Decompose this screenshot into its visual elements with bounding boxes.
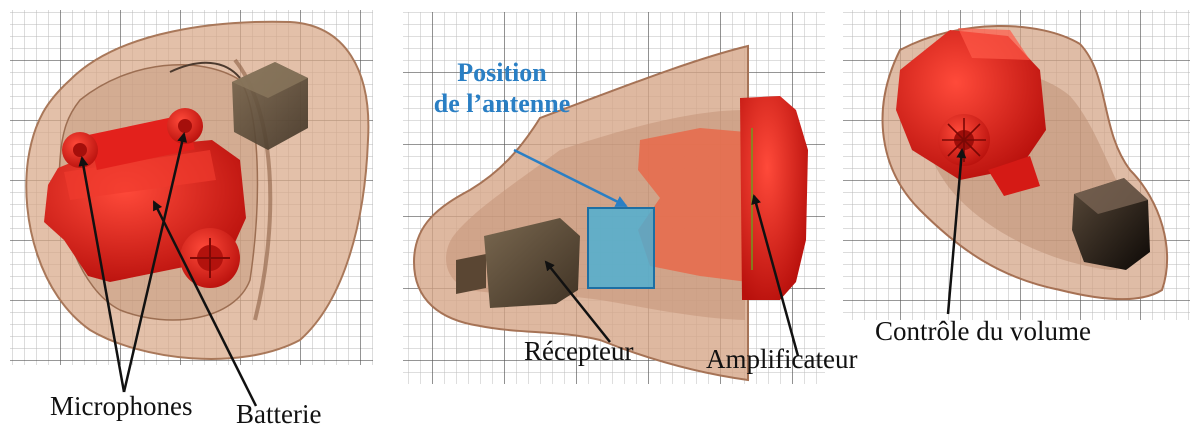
label-position-antenne: Position de l’antenne	[404, 58, 600, 119]
label-antenne-line1: Position	[404, 58, 600, 89]
panel-left	[10, 10, 373, 406]
label-antenne-line2: de l’antenne	[404, 89, 600, 120]
label-microphones: Microphones	[50, 393, 192, 420]
label-controle-volume: Contrôle du volume	[875, 318, 1091, 345]
antenna-box	[588, 208, 654, 288]
volume-wheel-left	[180, 228, 240, 288]
label-batterie: Batterie	[236, 401, 321, 428]
label-recepteur: Récepteur	[524, 338, 633, 365]
battery-black	[1072, 178, 1150, 270]
label-amplificateur: Amplificateur	[706, 346, 857, 373]
microphone-right	[167, 108, 203, 144]
panel-right	[843, 10, 1190, 320]
volume-wheel-right	[938, 114, 990, 166]
microphone-left	[62, 132, 98, 168]
